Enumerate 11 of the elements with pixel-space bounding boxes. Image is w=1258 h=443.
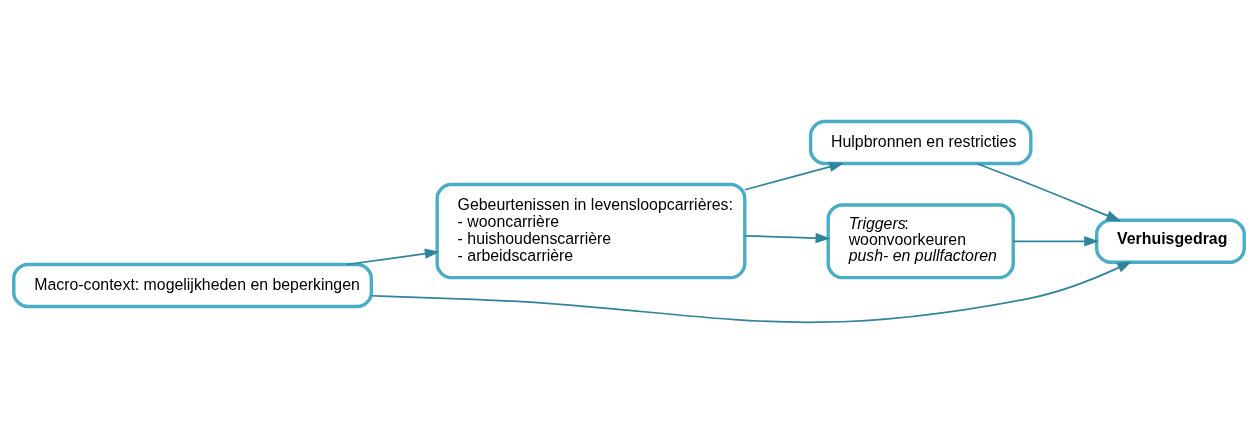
arrow <box>976 162 1122 221</box>
node-box: Hulpbronnen en restricties <box>808 119 1033 165</box>
arrow <box>1012 235 1099 246</box>
node-box: Macro-context: mogelijkheden en beperkingen <box>12 262 374 308</box>
arrow <box>743 161 845 191</box>
node-box: Verhuisgedrag <box>1094 218 1246 264</box>
arrow <box>743 232 831 243</box>
node-box: Triggers: woonvoorkeuren push- en pullfactoren <box>826 202 1015 279</box>
arrow <box>370 260 1132 323</box>
arrow <box>346 248 440 265</box>
node-box: Gebeurtenissen in levensloopcarrières: - wooncarrière - huishoudenscarrière - arbeidscarrière <box>435 182 747 279</box>
